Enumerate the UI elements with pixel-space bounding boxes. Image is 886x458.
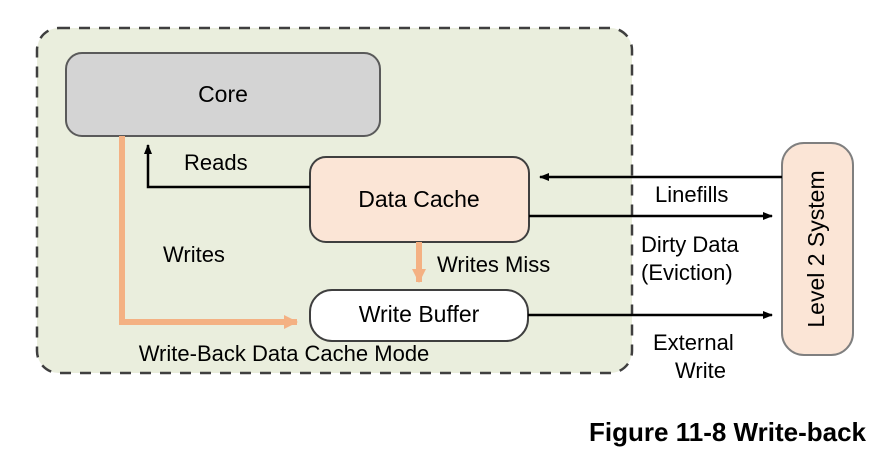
edge-writes-miss: Writes Miss (412, 242, 550, 283)
edge-reads: Reads (144, 144, 310, 189)
node-level-2-system[interactable]: Level 2 System (781, 142, 854, 356)
node-write-buffer[interactable]: Write Buffer (309, 289, 529, 342)
reads-label: Reads (184, 150, 248, 175)
node-core[interactable]: Core (65, 52, 381, 137)
edge-writes: Writes (119, 136, 298, 329)
node-data-cache[interactable]: Data Cache (309, 156, 530, 243)
core-box (65, 52, 381, 137)
writes-line (119, 136, 298, 329)
external-write-label-line2: Write (675, 358, 726, 383)
level-2-system-label: Level 2 System (803, 170, 829, 327)
writes-miss-label: Writes Miss (437, 252, 550, 277)
dirty-data-label-line2: (Eviction) (641, 260, 733, 285)
external-write-label-line1: External (653, 330, 734, 355)
writes-label: Writes (163, 242, 225, 267)
data-cache-label: Data Cache (358, 186, 479, 212)
write-buffer-label: Write Buffer (359, 301, 480, 327)
core-label: Core (198, 81, 248, 107)
dirty-data-label-line1: Dirty Data (641, 232, 740, 257)
figure-caption: Figure 11-8 Write-back (589, 417, 866, 447)
linefills-label: Linefills (655, 182, 728, 207)
edge-linefills: Linefills (539, 173, 782, 207)
edge-external-write: External Write (528, 311, 773, 383)
reads-line (144, 144, 310, 189)
level-2-system-box (781, 142, 854, 356)
edge-dirty-data: Dirty Data (Eviction) (529, 212, 773, 285)
write-back-mode-label: Write-Back Data Cache Mode (139, 341, 430, 366)
